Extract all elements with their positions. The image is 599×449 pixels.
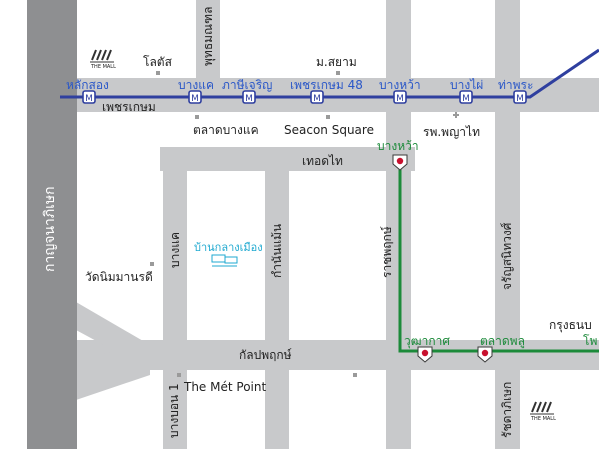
svg-text:M: M [85, 94, 93, 104]
road-bangbon-1-stub [163, 370, 187, 449]
poi-dot-met-point [177, 373, 181, 377]
svg-text:M: M [516, 94, 524, 104]
place-label-met-point: The Mét Point [184, 380, 267, 394]
station-label-tha-phra: ท่าพระ [498, 78, 534, 92]
place-label-phyathai: รพ.พญาไท [423, 125, 480, 139]
poi-dot-tesco [353, 373, 357, 377]
road-kanlapaphruek [70, 340, 599, 370]
road-label-bang-khae: บางแค [168, 232, 182, 268]
road-kanchanaphisek [27, 0, 77, 449]
road-phutthamonthon [196, 0, 220, 80]
station-label-bang-khae: บางแค [178, 78, 214, 92]
mall-logo-text-south: THE MALL [531, 416, 556, 422]
svg-text:M: M [396, 94, 404, 104]
hospital-icon [453, 112, 459, 118]
road-charansanitwong [495, 0, 520, 449]
station-label-phasi-charoen: ภาษีเจริญ [222, 78, 273, 92]
poi-dot-bangkhae-market [195, 115, 199, 119]
road-label-bangbon-1: บางบอน 1 [167, 383, 181, 438]
station-marker-bang-phai: M [459, 90, 473, 104]
station-label-bang-wa: บางหว้า [379, 78, 421, 92]
road-label-phetkasem: เพชรเกษม [102, 100, 156, 114]
station-marker-phasi-charoen: M [242, 90, 256, 104]
poi-dot-wat [150, 262, 154, 266]
house-icon [211, 254, 238, 267]
place-label-seacon: Seacon Square [284, 123, 374, 137]
station-marker-phetkasem-48: M [310, 90, 324, 104]
road-label-phutthamonthon: พุทธมณฑล [201, 6, 215, 66]
place-label-lotus: โลตัส [143, 55, 172, 69]
place-label-siam-u: ม.สยาม [316, 55, 357, 69]
road-ramp-lower [76, 348, 150, 400]
svg-text:M: M [462, 94, 470, 104]
poi-dot-lotus [156, 71, 160, 75]
station-label-bang-phai: บางไผ่ [450, 78, 484, 92]
mall-logo-text-north: THE MALL [91, 64, 116, 70]
road-label-ratchaphruek: ราชพฤกษ์ [380, 226, 394, 278]
station-marker-lak-song: M [82, 90, 96, 104]
mall-logo-icon-south [530, 401, 554, 415]
place-label-baan-klang-muang: บ้านกลางเมือง [194, 241, 263, 254]
road-phetkasem [55, 78, 599, 112]
station-marker-bang-wa-green [392, 154, 408, 171]
road-label-kanlapaphruek: กัลปพฤกษ์ [239, 348, 292, 362]
poi-dot-seacon [326, 115, 330, 119]
green-line [398, 160, 599, 353]
road-label-charansanitwong: จรัญสนิทวงศ์ [500, 222, 514, 290]
station-label-pho: โพ [583, 334, 598, 348]
station-marker-bang-wa-blue: M [393, 90, 407, 104]
svg-text:M: M [245, 94, 253, 104]
road-label-thoet-thai: เทอดไท [302, 154, 343, 168]
place-label-wat-nimman: วัดนิมมานรดี [85, 270, 153, 284]
road-kamnan-maen [265, 170, 289, 449]
mall-logo-icon-north [90, 49, 114, 63]
blue-line [60, 48, 599, 99]
station-marker-bang-khae: M [188, 90, 202, 104]
station-label-phetkasem-48: เพชรเกษม 48 [290, 78, 363, 92]
station-label-wutthakat: วุฒากาศ [404, 334, 450, 348]
area-label-bangkok: กรุงธนบ [549, 318, 592, 332]
road-label-kamnan-maen: กำนันแม้น [270, 223, 284, 278]
station-label-bang-wa-green: บางหว้า [377, 139, 419, 153]
station-marker-wutthakat [417, 346, 433, 363]
station-marker-tha-phra: M [513, 90, 527, 104]
place-label-bangkhae-market: ตลาดบางแค [193, 123, 259, 137]
station-marker-talat-phlu [477, 346, 493, 363]
poi-dot-siam-u [336, 71, 340, 75]
svg-text:M: M [313, 94, 321, 104]
station-label-talat-phlu: ตลาดพลู [480, 334, 525, 348]
station-label-lak-song: หลักสอง [66, 78, 109, 92]
road-label-ratchada: รัชดาภิเษก [500, 381, 514, 438]
svg-text:M: M [191, 94, 199, 104]
road-thoet-thai [160, 147, 415, 171]
road-label-kanchanaphisek: กาญจนาภิเษก [42, 186, 58, 272]
